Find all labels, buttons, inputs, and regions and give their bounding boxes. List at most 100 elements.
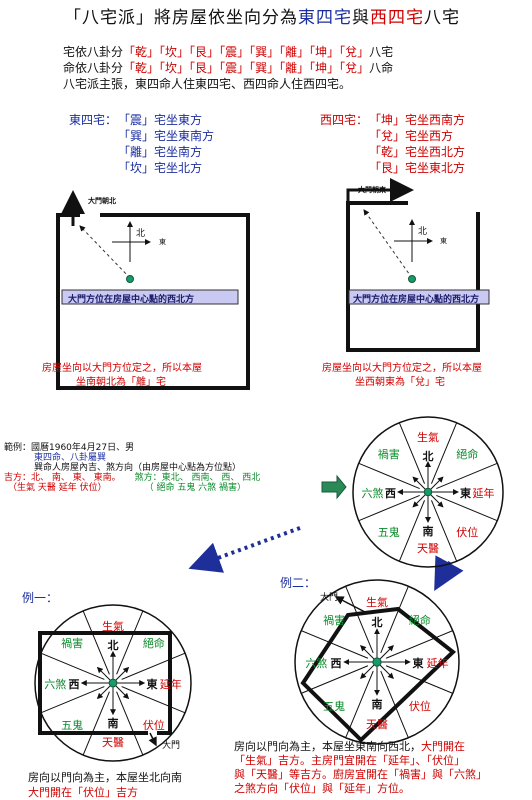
example-info-line3: 巽命人房屋內吉、煞方向（由房屋中心點為方位點） xyxy=(34,463,242,473)
compass-ex2-sector-w: 六煞 xyxy=(305,656,328,670)
caption-left-1: 房屋坐向以大門方位定之，所以本屋 xyxy=(42,363,202,374)
house-left xyxy=(56,190,250,390)
compass-ex2-sector-nw: 禍害 xyxy=(323,613,346,627)
example1-caption-2: 大門開在「伏位」吉方 xyxy=(28,786,138,799)
compass-top-divider xyxy=(358,462,420,490)
door-label-right: 大門朝東 xyxy=(358,186,386,194)
compass-ex2-sector-sw: 五鬼 xyxy=(323,699,346,713)
compass-ex2-dir-n: 北 xyxy=(371,616,383,630)
compass-ex1-dir-w: 西 xyxy=(68,678,80,692)
compass-ex1-divider xyxy=(121,686,186,714)
compass-ex1-divider xyxy=(121,652,186,680)
compass-ex2-dir-w: 西 xyxy=(330,657,342,671)
title-quote-close: 」 xyxy=(136,8,154,28)
east-item-1: 「震」宅坐東方 xyxy=(118,113,203,127)
compass-top-dir-s: 南 xyxy=(422,524,434,538)
compass-ex1-ring xyxy=(34,604,192,762)
center-dot-left xyxy=(126,275,134,283)
compass-ex1-sector-sw: 五鬼 xyxy=(61,718,84,732)
example-info-line2: 東四命、八卦屬巽 xyxy=(34,453,107,463)
compass-ex2-sector-e: 延年 xyxy=(426,656,449,670)
compass-top-sector-sw: 五鬼 xyxy=(377,526,400,540)
compass-top-divider xyxy=(436,462,498,490)
compass-top-sector-e: 延年 xyxy=(472,486,495,500)
west-item-1: 「坤」宅坐西南方 xyxy=(369,113,466,127)
compass-ex2-dir-s: 南 xyxy=(371,698,383,712)
box-left xyxy=(61,289,239,305)
compass-top-sector-se: 伏位 xyxy=(456,526,479,540)
compass-ex1-dir-e: 東 xyxy=(146,678,158,692)
compass-ex1-sector-e: 延年 xyxy=(159,677,182,691)
example-info-line5: （生氣 天醫 延年 伏位）（ 絕命 五鬼 六煞 禍害） xyxy=(8,483,247,493)
east-list-label: 東四宅： xyxy=(69,113,118,127)
north-label-right: 北 xyxy=(418,227,428,237)
compass-ex1-dir-s: 南 xyxy=(107,717,119,731)
compass-ex1-sector-s: 天醫 xyxy=(102,735,124,749)
box-text-left: 大門方位在房屋中心點的西北方 xyxy=(68,295,195,305)
compass-ex2-sector-se: 伏位 xyxy=(408,699,431,713)
example-info-line1: 範例：國曆1960年4月27日、男 xyxy=(4,443,135,453)
example1-label: 例一： xyxy=(22,591,59,605)
example1-caption-1: 房向以門向為主，本屋坐北向南 xyxy=(28,771,182,784)
center-dot-right xyxy=(408,275,416,283)
compass-top xyxy=(352,416,504,568)
compass-ex2-ring xyxy=(294,579,460,745)
compass-example2 xyxy=(294,579,460,745)
compass-ex1-sector-n: 生氣 xyxy=(102,620,124,634)
compass-ex1-divider xyxy=(116,691,144,756)
compass-top-center-dot xyxy=(423,487,433,497)
example2-door-label: 大門 xyxy=(320,593,339,603)
compass-top-sector-n: 生氣 xyxy=(417,431,439,445)
title-school: 八宅派 xyxy=(82,8,136,28)
west-item-2: 「兌」宅坐西方 xyxy=(369,129,454,143)
example-info-line4: 吉方：北、 南、 東、 東南。煞方：東北、 西南、 西、 西北 xyxy=(4,473,261,483)
east-item-4: 「坎」宅坐北方 xyxy=(118,161,203,175)
compass-ex1-sector-w: 六煞 xyxy=(44,677,67,691)
compass-top-dir-w: 西 xyxy=(385,487,396,501)
compass-ex2-divider xyxy=(301,630,369,659)
compass-top-sector-s: 天醫 xyxy=(417,542,439,556)
intro-line-1: 宅依八卦分「乾」「坎」「艮」「震」「巽」「離」「坤」「兌」八宅 xyxy=(63,45,394,59)
page-title: 「八宅派」將房屋依坐向分為東四宅與西四宅八宅 xyxy=(64,3,460,28)
compass-top-divider xyxy=(436,494,498,522)
compass-ex1-divider xyxy=(40,686,105,714)
dotted-arrow-to-example1 xyxy=(188,526,301,573)
compass-ex1-divider xyxy=(40,652,105,680)
example-info: 範例：國曆1960年4月27日、男 東四命、八卦屬巽 巽命人房屋內吉、煞方向（由… xyxy=(4,443,260,493)
compass-top-dir-e: 東 xyxy=(460,487,471,501)
house-example2 xyxy=(300,596,457,743)
compass-ex2-sector-n: 生氣 xyxy=(366,596,388,610)
compass-ex2-divider xyxy=(301,665,369,694)
compass-top-divider xyxy=(430,422,458,484)
compass-example1 xyxy=(34,604,192,762)
caption-right-2: 坐西朝東為「兌」宅 xyxy=(355,377,445,388)
dashed-arrow-right xyxy=(363,209,413,279)
compass-top-divider xyxy=(398,422,426,484)
compass-ex2-center-dot xyxy=(372,657,382,667)
title-west: 西四宅 xyxy=(370,8,424,28)
west-list-label: 西四宅： xyxy=(320,113,369,127)
house-right xyxy=(346,178,490,352)
title-east: 東四宅 xyxy=(298,8,352,28)
example2-caption: 房向以門向為主，本屋坐東南向西北，大門開在 「生氣」吉方。主房門宜開在「延年」、… xyxy=(234,740,487,795)
intro-line-3: 八宅派主張，東四命人住東四宅、西四命人住西四宅。 xyxy=(63,77,352,91)
title-tail: 八宅 xyxy=(424,8,460,28)
compass-ex2-sector-s: 天醫 xyxy=(366,717,388,731)
compass-ex2-dir-e: 東 xyxy=(412,657,424,671)
compass-ex2-divider xyxy=(385,630,453,659)
door-label-left: 大門朝北 xyxy=(88,197,116,205)
east-item-2: 「巽」宅坐東南方 xyxy=(118,129,215,143)
compass-ex1-sector-se: 伏位 xyxy=(142,718,165,732)
caption-left-2: 坐南朝北為「離」宅 xyxy=(76,377,166,388)
compass-ex1-sector-ne: 絕命 xyxy=(142,637,165,651)
east-label-right: 東 xyxy=(440,237,447,245)
compass-top-sector-ne: 絕命 xyxy=(456,447,479,461)
example2-label: 例二： xyxy=(280,576,317,590)
door-arrow-right xyxy=(346,178,414,203)
compass-ex1-dir-n: 北 xyxy=(107,639,119,653)
title-and: 與 xyxy=(352,8,370,28)
compass-top-dir-n: 北 xyxy=(422,449,434,463)
big-arrow xyxy=(321,474,347,500)
compass-top-ring xyxy=(352,416,504,568)
